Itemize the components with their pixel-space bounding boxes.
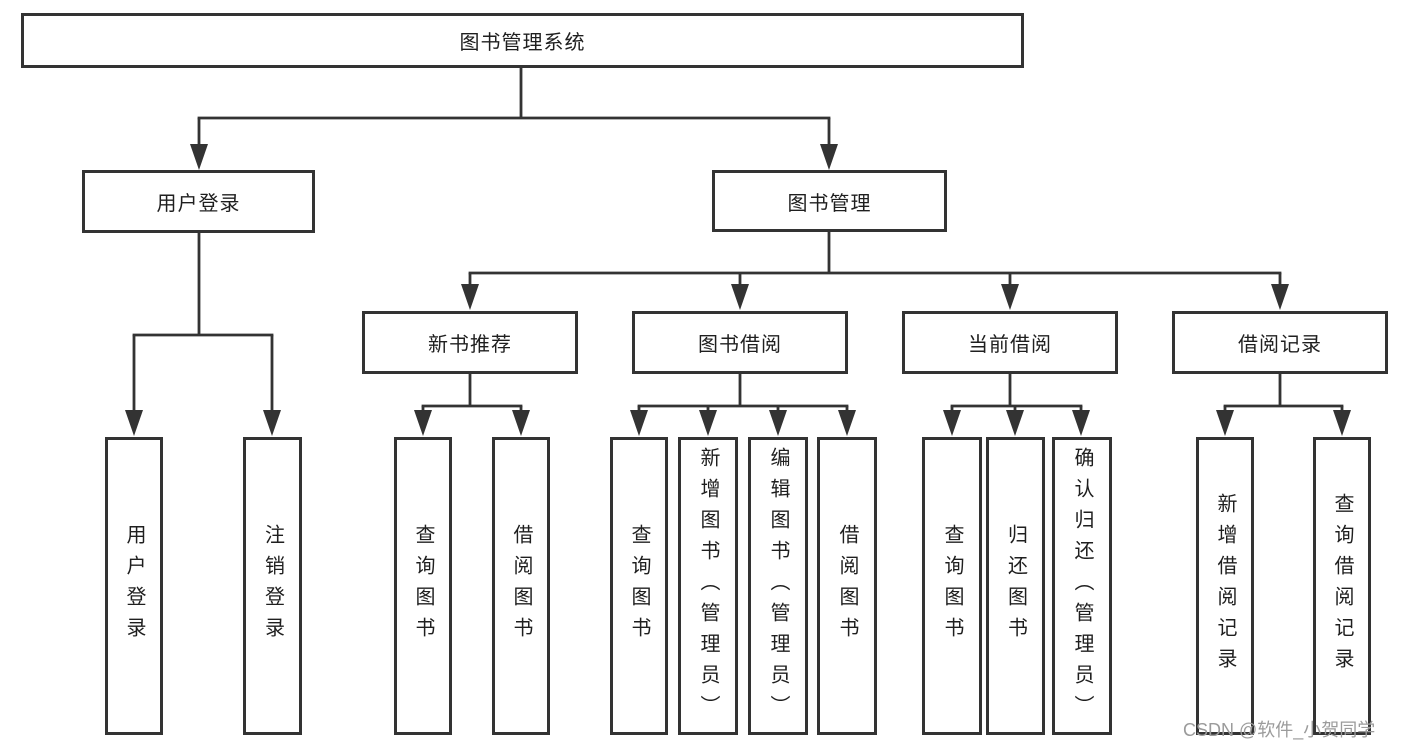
node-leaf-query-book-recommend-label: 查询图书 bbox=[412, 524, 434, 648]
node-leaf-confirm-return-admin-label: 确认归还（管理员） bbox=[1071, 446, 1093, 726]
node-leaf-user-login: 用户登录 bbox=[105, 437, 163, 735]
node-leaf-add-borrow-record: 新增借阅记录 bbox=[1196, 437, 1254, 735]
node-leaf-edit-book-admin: 编辑图书（管理员） bbox=[748, 437, 808, 735]
node-user-login: 用户登录 bbox=[82, 170, 315, 233]
node-leaf-edit-book-admin-label: 编辑图书（管理员） bbox=[767, 446, 789, 726]
node-root: 图书管理系统 bbox=[21, 13, 1024, 68]
node-new-book-recommend: 新书推荐 bbox=[362, 311, 578, 374]
node-leaf-query-book-borrow: 查询图书 bbox=[610, 437, 668, 735]
node-leaf-return-book-label: 归还图书 bbox=[1004, 524, 1027, 648]
node-leaf-add-book-admin-label: 新增图书（管理员） bbox=[697, 446, 719, 726]
node-book-management-label: 图书管理 bbox=[787, 192, 872, 215]
node-user-login-label: 用户登录 bbox=[156, 193, 241, 215]
node-leaf-logout: 注销登录 bbox=[243, 437, 302, 735]
node-leaf-query-book-current: 查询图书 bbox=[922, 437, 982, 735]
node-leaf-borrow-book-label: 借阅图书 bbox=[836, 524, 858, 648]
node-current-borrow: 当前借阅 bbox=[902, 311, 1118, 374]
node-leaf-borrow-book-recommend-label: 借阅图书 bbox=[510, 524, 532, 648]
node-leaf-query-book-recommend: 查询图书 bbox=[394, 437, 452, 735]
node-leaf-user-login-label: 用户登录 bbox=[123, 524, 145, 648]
node-leaf-add-borrow-record-label: 新增借阅记录 bbox=[1214, 493, 1236, 679]
csdn-watermark: CSDN @软件_小贺同学 bbox=[1183, 720, 1376, 740]
node-borrow-records-label: 借阅记录 bbox=[1238, 334, 1322, 356]
node-root-label: 图书管理系统 bbox=[459, 32, 586, 54]
node-new-book-recommend-label: 新书推荐 bbox=[428, 334, 512, 356]
node-leaf-query-book-current-label: 查询图书 bbox=[941, 524, 963, 648]
node-leaf-borrow-book: 借阅图书 bbox=[817, 437, 877, 735]
node-leaf-borrow-book-recommend: 借阅图书 bbox=[492, 437, 550, 735]
node-book-borrow-label: 图书借阅 bbox=[698, 334, 782, 356]
node-current-borrow-label: 当前借阅 bbox=[968, 334, 1052, 356]
node-leaf-logout-label: 注销登录 bbox=[261, 524, 284, 648]
node-leaf-query-borrow-record: 查询借阅记录 bbox=[1313, 437, 1371, 735]
node-leaf-query-book-borrow-label: 查询图书 bbox=[628, 524, 650, 648]
node-book-management: 图书管理 bbox=[712, 170, 947, 232]
node-borrow-records: 借阅记录 bbox=[1172, 311, 1388, 374]
node-leaf-return-book: 归还图书 bbox=[986, 437, 1045, 735]
node-leaf-query-borrow-record-label: 查询借阅记录 bbox=[1331, 493, 1353, 679]
node-leaf-add-book-admin: 新增图书（管理员） bbox=[678, 437, 738, 735]
node-book-borrow: 图书借阅 bbox=[632, 311, 848, 374]
node-leaf-confirm-return-admin: 确认归还（管理员） bbox=[1052, 437, 1112, 735]
